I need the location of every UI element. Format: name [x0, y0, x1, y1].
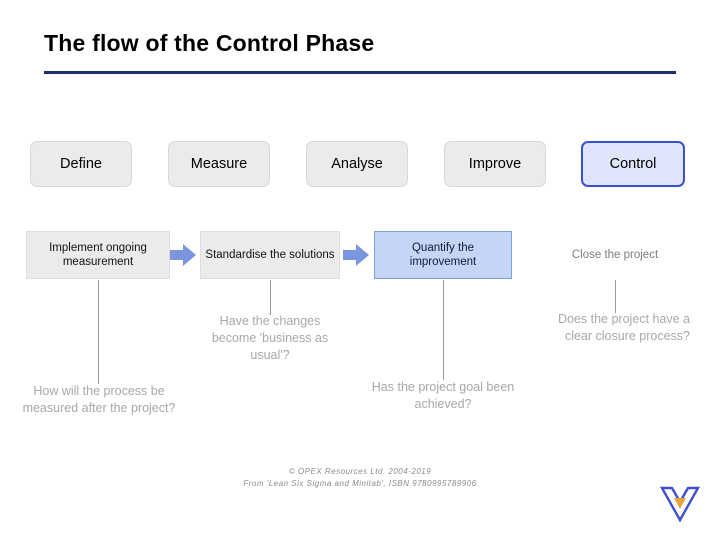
right-arrow-icon: [343, 244, 369, 266]
title-divider: [44, 71, 676, 74]
phase-label: Define: [60, 156, 102, 172]
caption-closure-process-question: Does the project have a clear closure pr…: [557, 312, 690, 343]
phase-box-control[interactable]: Control: [581, 141, 685, 187]
action-box-quantify-the-improvement[interactable]: Quantify the improvement: [374, 231, 512, 279]
action-label: Standardise the solutions: [205, 248, 335, 261]
phase-box-define[interactable]: Define: [30, 141, 132, 187]
action-label: Implement ongoing measurement: [49, 241, 147, 268]
right-arrow-icon: [170, 244, 196, 266]
phase-label: Improve: [468, 156, 522, 172]
phase-label: Measure: [190, 156, 248, 172]
footer-line-source: From 'Lean Six Sigma and Minitab', ISBN …: [243, 479, 477, 488]
caption-business-as-usual-question: Have the changes become 'business as usu…: [211, 314, 329, 362]
phase-label: Control: [609, 156, 657, 172]
footer-line-copyright: © OPEX Resources Ltd. 2004-2019: [288, 467, 432, 476]
action-box-standardise-the-solutions[interactable]: Standardise the solutions: [200, 231, 340, 279]
phase-box-improve[interactable]: Improve: [444, 141, 546, 187]
connector-line: [443, 280, 444, 380]
connector-line: [98, 280, 99, 384]
phase-label: Analyse: [331, 156, 383, 172]
connector-line: [270, 280, 271, 315]
action-box-implement-ongoing-measurement[interactable]: Implement ongoing measurement: [26, 231, 170, 279]
phase-box-measure[interactable]: Measure: [168, 141, 270, 187]
footer-credits: © OPEX Resources Ltd. 2004-2019 From 'Le…: [0, 466, 720, 490]
opex-logo-icon: [658, 482, 702, 526]
connector-line: [615, 280, 616, 313]
page-title: The flow of the Control Phase: [44, 30, 375, 56]
action-label: Close the project: [571, 248, 659, 261]
caption-measurement-question: How will the process be measured after t…: [22, 384, 176, 415]
action-label: Quantify the improvement: [409, 241, 477, 268]
caption-project-goal-question: Has the project goal been achieved?: [371, 380, 515, 411]
phase-box-analyse[interactable]: Analyse: [306, 141, 408, 187]
action-box-close-the-project[interactable]: Close the project: [545, 231, 685, 279]
